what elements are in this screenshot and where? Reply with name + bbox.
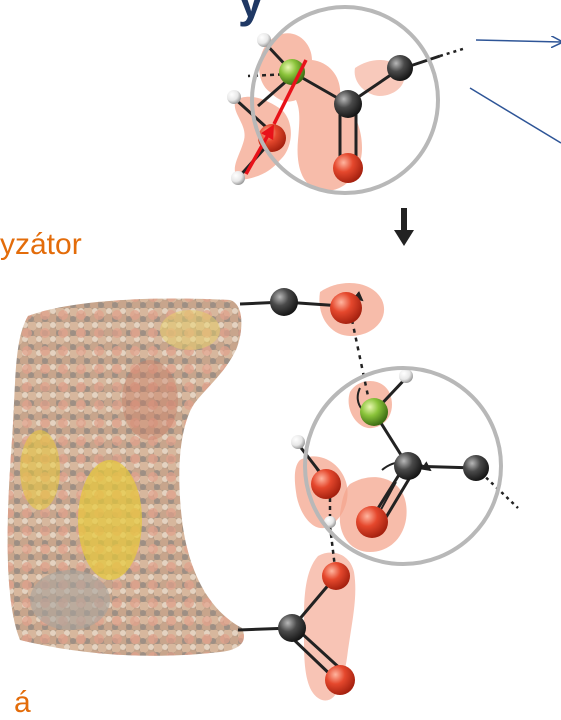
pointer-arrow-icon — [476, 40, 561, 42]
hydrogen-atom — [291, 435, 305, 449]
carbon-atom — [463, 455, 489, 481]
carbon-atom — [387, 55, 413, 81]
catalyst-label: yzátor — [0, 228, 82, 262]
oxygen-atom — [330, 292, 362, 324]
carbon-atom — [394, 452, 422, 480]
bottom-label-fragment: á — [14, 686, 31, 720]
pointer-line — [470, 88, 561, 143]
hydrogen-atom — [399, 369, 413, 383]
bound-molecule — [238, 283, 518, 701]
oxygen-atom — [325, 665, 355, 695]
carbon-atom — [334, 90, 362, 118]
oxygen-atom — [356, 506, 388, 538]
substrate-atom — [360, 398, 388, 426]
oxygen-atom — [311, 469, 341, 499]
enzyme-surface — [8, 299, 244, 656]
oxygen-atom — [322, 562, 350, 590]
carbon-atom — [270, 288, 298, 316]
title-fragment: y — [238, 0, 264, 28]
down-arrow-icon — [394, 208, 414, 246]
hydrogen-atom — [227, 90, 241, 104]
oxygen-atom — [333, 153, 363, 183]
hydrogen-atom — [231, 171, 245, 185]
carbon-atom — [278, 614, 306, 642]
